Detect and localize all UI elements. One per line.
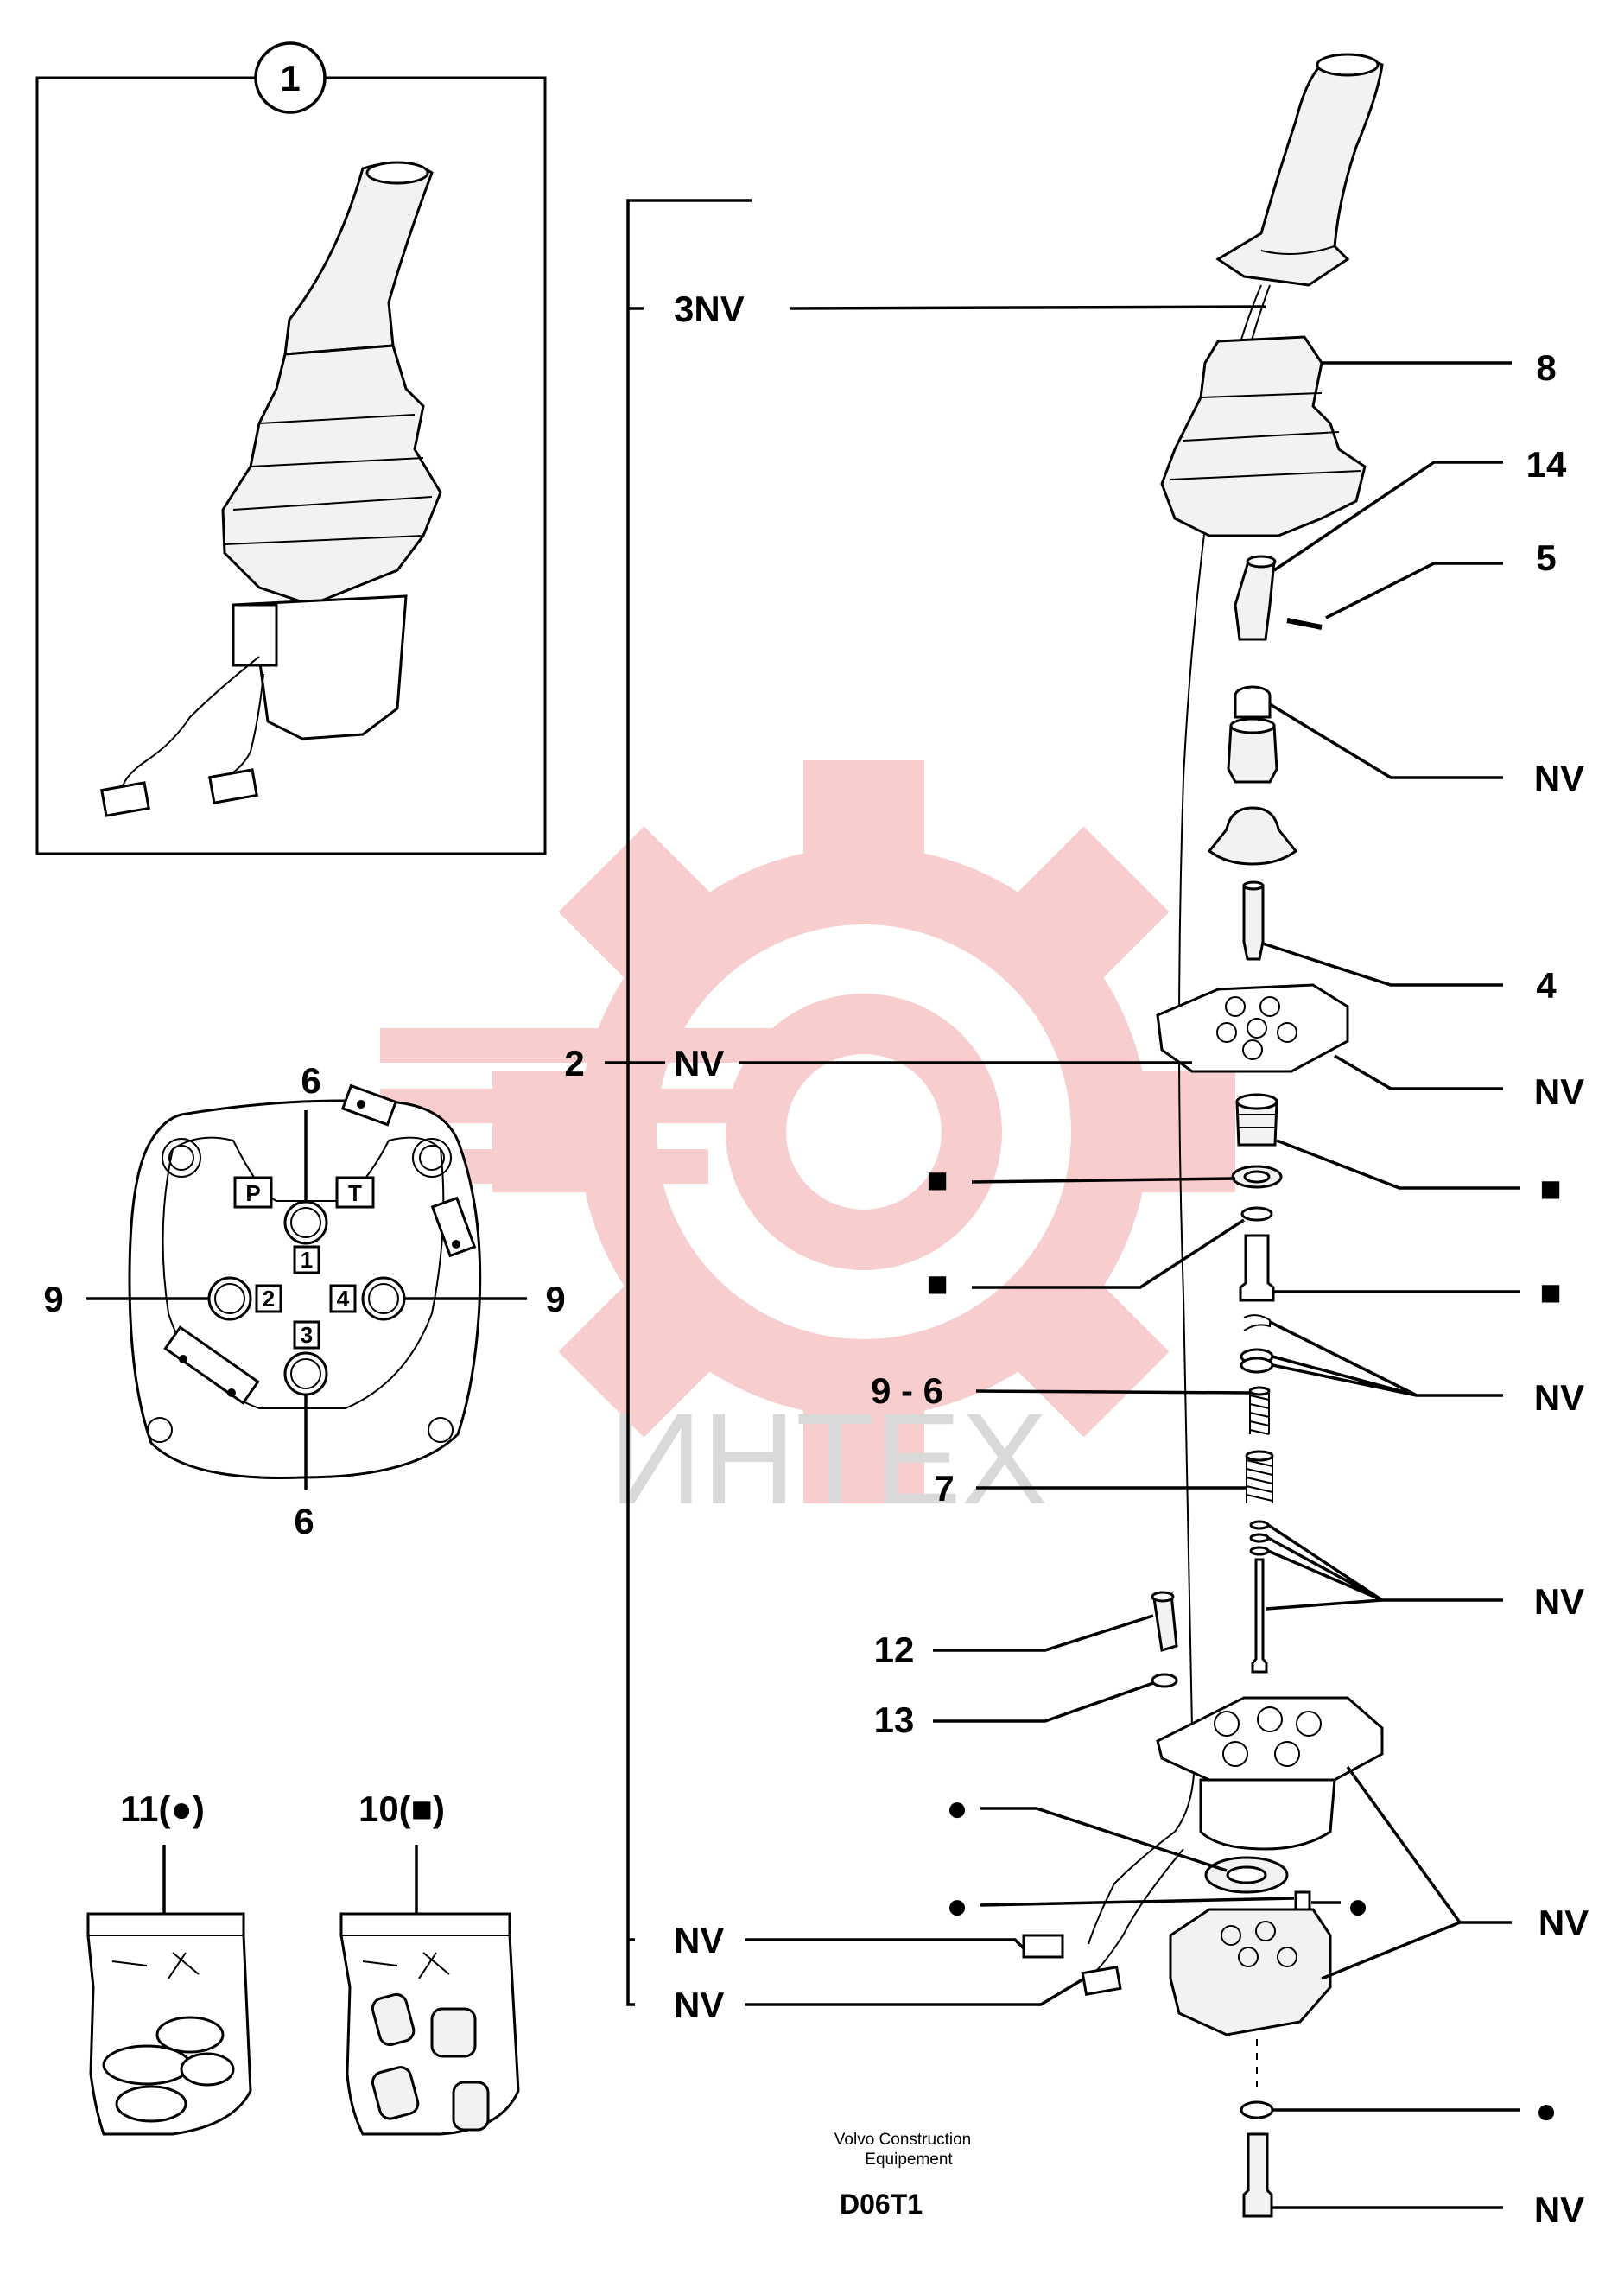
inset-assembled-joystick: 1 — [35, 41, 547, 855]
callout-2: 2 — [564, 1043, 584, 1083]
base-plate-top-view: P T 1 2 4 3 6 6 9 9 — [43, 1060, 565, 1541]
callout-nv-6: NV — [1534, 2189, 1584, 2230]
inset-connector-1 — [100, 781, 150, 817]
part-5-pin — [1286, 618, 1323, 630]
connector-b — [1081, 1965, 1122, 1997]
callout-square-r1: ■ — [1539, 1168, 1561, 1209]
port-p-box — [233, 1176, 273, 1209]
watermark-text: ИНТЕХ — [609, 1386, 1048, 1531]
callout-square-1: ■ — [926, 1160, 948, 1200]
inset-number-circle — [254, 41, 327, 114]
callout-8: 8 — [1536, 347, 1556, 388]
footer: Volvo Construction Equipement D06T1 — [834, 2131, 971, 2220]
o-ring-small — [1240, 1206, 1273, 1222]
handle-grip — [1215, 58, 1384, 287]
callout-nv-4: NV — [1534, 1581, 1584, 1622]
callout-dot-r: ● — [1535, 2090, 1557, 2131]
kit-11-bag: 11(●) — [86, 1789, 252, 2136]
cone-cap — [1207, 806, 1298, 866]
left-callouts: 3NV 2 NV ■ ■ 9 - 6 7 12 13 ● ● NV NV — [564, 289, 1295, 2025]
callout-6-top: 6 — [301, 1060, 320, 1101]
callout-5: 5 — [1536, 537, 1556, 578]
housing-flange — [1156, 1696, 1384, 1782]
connector-a — [1022, 1934, 1064, 1959]
clip — [1243, 1314, 1271, 1331]
rod — [1251, 1558, 1268, 1674]
callout-nv-5: NV — [1538, 1903, 1589, 1943]
port-2-label: 2 — [263, 1286, 275, 1312]
part-14-sleeve — [1234, 560, 1276, 641]
kit-10-label: 10(■) — [358, 1789, 445, 1829]
callout-14: 14 — [1526, 444, 1567, 485]
callout-nv-3: NV — [1534, 1377, 1584, 1418]
callout-3nv: 3NV — [674, 289, 745, 329]
port-p-label: P — [245, 1180, 260, 1206]
plunger — [1239, 1234, 1275, 1302]
inset-boot — [221, 344, 442, 607]
port-1-label: 1 — [301, 1247, 313, 1273]
right-callouts: 8 14 5 NV 4 NV ■ ■ NV NV ● NV ● NV — [1262, 347, 1589, 2230]
callout-9-left: 9 — [43, 1279, 63, 1319]
kit-10-bag: 10(■) — [339, 1789, 520, 2136]
footer-code: D06T1 — [840, 2189, 923, 2220]
footer-company-2: Equipement — [865, 2151, 953, 2169]
top-plate — [1156, 983, 1349, 1073]
bottom-screw — [1242, 2132, 1273, 2218]
port-t-label: T — [348, 1180, 362, 1206]
callout-nv-b: NV — [674, 1985, 724, 2025]
callout-13: 13 — [874, 1700, 915, 1740]
inset-connector-2 — [208, 768, 258, 804]
callout-dot-mid: ● — [1347, 1885, 1368, 1926]
callout-nv-a: NV — [674, 1920, 724, 1960]
lower-block — [1169, 1908, 1332, 2036]
kit-11-label: 11(●) — [120, 1789, 205, 1829]
inset-handle — [283, 162, 434, 356]
part-13-washer — [1151, 1673, 1178, 1688]
housing-body — [1199, 1778, 1336, 1851]
callout-4: 4 — [1536, 965, 1557, 1006]
inset-number: 1 — [280, 58, 300, 98]
left-bracket — [626, 199, 752, 2006]
port-3-label: 3 — [301, 1322, 313, 1348]
callout-square-2: ■ — [926, 1263, 948, 1304]
callout-nv-2: NV — [1534, 1071, 1584, 1112]
port-4-label: 4 — [337, 1286, 350, 1312]
inset-cable-1 — [120, 656, 260, 796]
callout-6-bottom: 6 — [294, 1501, 314, 1541]
bottom-o-ring — [1240, 2100, 1274, 2119]
callout-7: 7 — [934, 1468, 954, 1509]
exploded-parts-stack — [1022, 53, 1384, 2218]
socket — [1227, 724, 1278, 784]
callout-9-right: 9 — [545, 1279, 565, 1319]
callout-nv-1: NV — [1534, 758, 1584, 798]
callout-2-nv: NV — [674, 1043, 724, 1083]
callout-square-r2: ■ — [1539, 1272, 1561, 1312]
inset-cable-2 — [224, 673, 264, 778]
port-t-box — [335, 1176, 375, 1209]
callout-9-6: 9 - 6 — [871, 1370, 943, 1411]
callout-dot-1: ● — [946, 1788, 967, 1828]
footer-company-1: Volvo Construction — [834, 2131, 971, 2149]
spring-7 — [1245, 1450, 1274, 1503]
callout-12: 12 — [874, 1630, 915, 1670]
spring-9-6 — [1248, 1386, 1271, 1435]
callout-dot-2: ● — [946, 1885, 967, 1926]
part-4-spindle — [1242, 884, 1265, 961]
part-12-bolt — [1152, 1592, 1178, 1652]
